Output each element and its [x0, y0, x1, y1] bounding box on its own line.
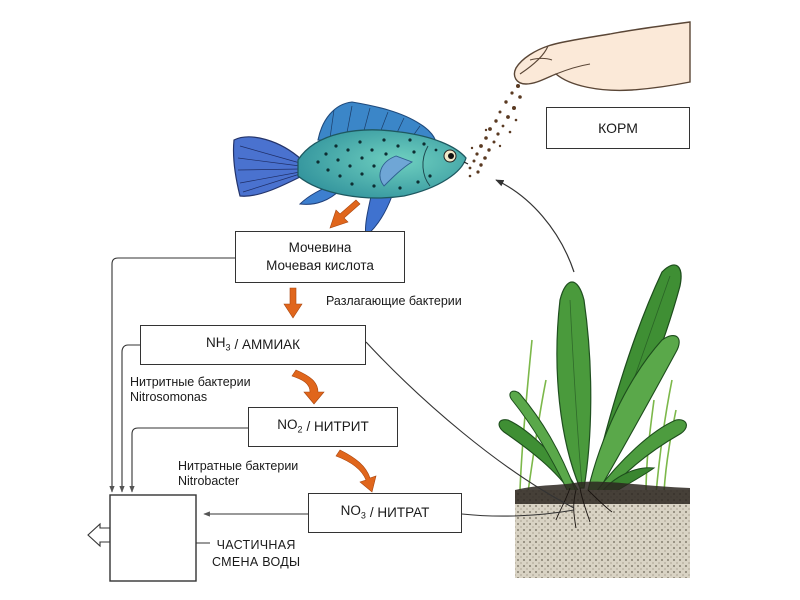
water-change-box [109, 494, 197, 582]
nitrite-formula: NO2 [277, 416, 303, 435]
water-out-arrow [87, 522, 111, 548]
urea-label-line1: Мочевина [288, 240, 352, 255]
ammonia-formula: NH3 [205, 334, 231, 353]
nitrite-box: NO2 / НИТРИТ [248, 407, 398, 447]
urea-label-line2: Мочевая кислота [266, 258, 374, 273]
nitrate-bacteria-label: Нитратные бактерии Nitrobacter [178, 459, 299, 488]
feed-label: КОРМ [598, 120, 638, 136]
fish-illustration [232, 101, 469, 237]
feed-box: КОРМ [546, 107, 690, 149]
nitrite-bacteria-label: Нитритные бактерии Nitrosomonas [130, 375, 251, 404]
ammonia-box: NH3 / АММИАК [140, 325, 366, 365]
decomposing-bacteria-label: Разлагающие бактерии [326, 294, 462, 308]
urea-box: Мочевина Мочевая кислота [235, 231, 405, 283]
nitrate-formula: NO3 [340, 502, 366, 521]
water-change-label: ЧАСТИЧНАЯ СМЕНА ВОДЫ [212, 538, 301, 569]
plant-illustration [498, 264, 687, 499]
connector-lines [109, 179, 575, 544]
soil-illustration [515, 481, 690, 578]
feed-particles [468, 84, 522, 178]
nitrate-box: NO3 / НИТРАТ [308, 493, 462, 533]
ammonia-name: / АММИАК [234, 337, 301, 352]
process-arrows [283, 199, 377, 493]
nitrite-name: / НИТРИТ [306, 419, 369, 434]
hand-illustration [513, 21, 691, 92]
nitrate-name: / НИТРАТ [369, 505, 430, 520]
